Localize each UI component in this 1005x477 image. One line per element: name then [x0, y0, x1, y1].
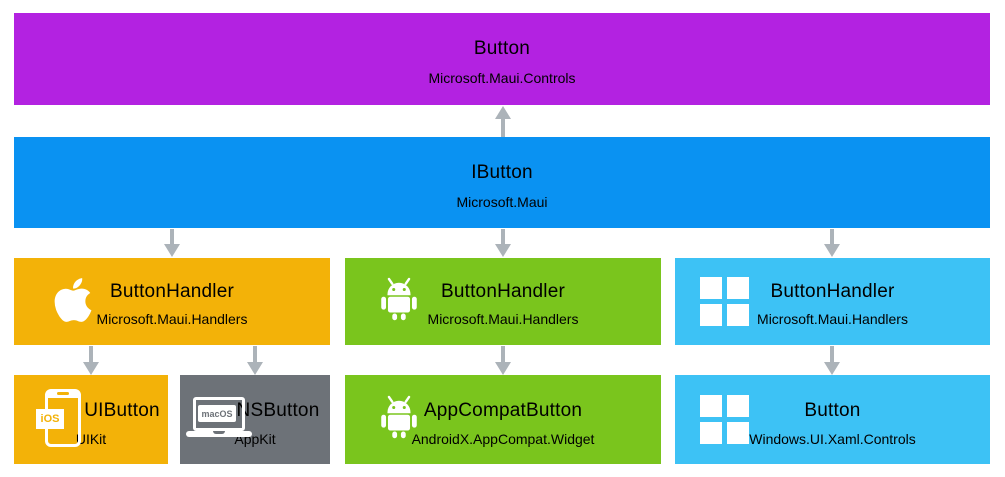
node-title: ButtonHandler — [109, 281, 235, 302]
arrow-down-ibutton-to-windows-handler — [824, 229, 840, 257]
windows-icon — [700, 395, 749, 444]
node-uibutton: iOS UIButton UIKit — [14, 375, 168, 464]
apple-icon — [54, 278, 92, 322]
arrow-shaft — [501, 346, 505, 362]
macos-badge: macOS — [198, 405, 236, 422]
arrowhead — [495, 362, 511, 375]
arrowhead — [824, 362, 840, 375]
node-appcompatbutton: AppCompatButton AndroidX.AppCompat.Widge… — [345, 375, 661, 464]
arrowhead — [824, 244, 840, 257]
node-title: Button — [804, 400, 861, 421]
node-namespace: Microsoft.Maui — [456, 194, 548, 210]
android-icon — [381, 277, 417, 321]
node-title: ButtonHandler — [770, 281, 895, 302]
node-maui-button: Button Microsoft.Maui.Controls — [14, 13, 990, 105]
arrow-down-ibutton-to-ios-handler — [164, 229, 180, 257]
windows-icon — [700, 277, 749, 326]
macbook-screen: macOS — [193, 397, 245, 431]
arrow-down-windows-handler-to-button — [824, 346, 840, 375]
node-windows-button-handler: ButtonHandler Microsoft.Maui.Handlers — [675, 258, 990, 345]
arrow-shaft — [830, 229, 834, 244]
node-ibutton: IButton Microsoft.Maui — [14, 137, 990, 228]
arrow-shaft — [501, 119, 505, 137]
node-namespace: Microsoft.Maui.Handlers — [96, 311, 248, 327]
arrow-down-ios-handler-to-nsbutton — [247, 346, 263, 375]
node-namespace: Microsoft.Maui.Handlers — [427, 311, 579, 327]
node-title: UIButton — [84, 400, 160, 421]
arrow-down-ios-handler-to-uibutton — [83, 346, 99, 375]
node-title: Button — [473, 38, 531, 59]
arrow-down-ibutton-to-android-handler — [495, 229, 511, 257]
android-icon — [381, 395, 417, 439]
arrow-down-android-handler-to-appcompatbutton — [495, 346, 511, 375]
ios-badge: iOS — [36, 409, 64, 429]
macbook-icon: macOS — [186, 397, 252, 437]
node-android-button-handler: ButtonHandler Microsoft.Maui.Handlers — [345, 258, 661, 345]
arrow-shaft — [89, 346, 93, 362]
macbook-notch — [213, 431, 225, 434]
iphone-icon: iOS — [36, 389, 81, 447]
node-windows-native-button: Button Windows.UI.Xaml.Controls — [675, 375, 990, 464]
node-ios-button-handler: ButtonHandler Microsoft.Maui.Handlers — [14, 258, 330, 345]
node-title: NSButton — [236, 400, 320, 421]
arrowhead — [495, 106, 511, 119]
node-namespace: Microsoft.Maui.Handlers — [757, 311, 908, 327]
phone-speaker — [57, 392, 69, 395]
macbook-base — [186, 431, 252, 437]
arrow-shaft — [170, 229, 174, 244]
arrowhead — [164, 244, 180, 257]
arrowhead — [495, 244, 511, 257]
arrow-shaft — [830, 346, 834, 362]
arrow-shaft — [501, 229, 505, 244]
arrow-shaft — [253, 346, 257, 362]
node-title: ButtonHandler — [440, 281, 566, 302]
node-namespace: AndroidX.AppCompat.Widget — [411, 431, 595, 447]
node-title: IButton — [471, 162, 533, 183]
node-nsbutton: macOS NSButton AppKit — [180, 375, 330, 464]
node-namespace: Windows.UI.Xaml.Controls — [749, 431, 916, 447]
arrowhead — [83, 362, 99, 375]
arrowhead — [247, 362, 263, 375]
node-namespace: UIKit — [75, 431, 107, 447]
arrow-up-ibutton-to-button — [495, 106, 511, 137]
node-namespace: Microsoft.Maui.Controls — [428, 70, 576, 86]
node-title: AppCompatButton — [423, 400, 583, 421]
